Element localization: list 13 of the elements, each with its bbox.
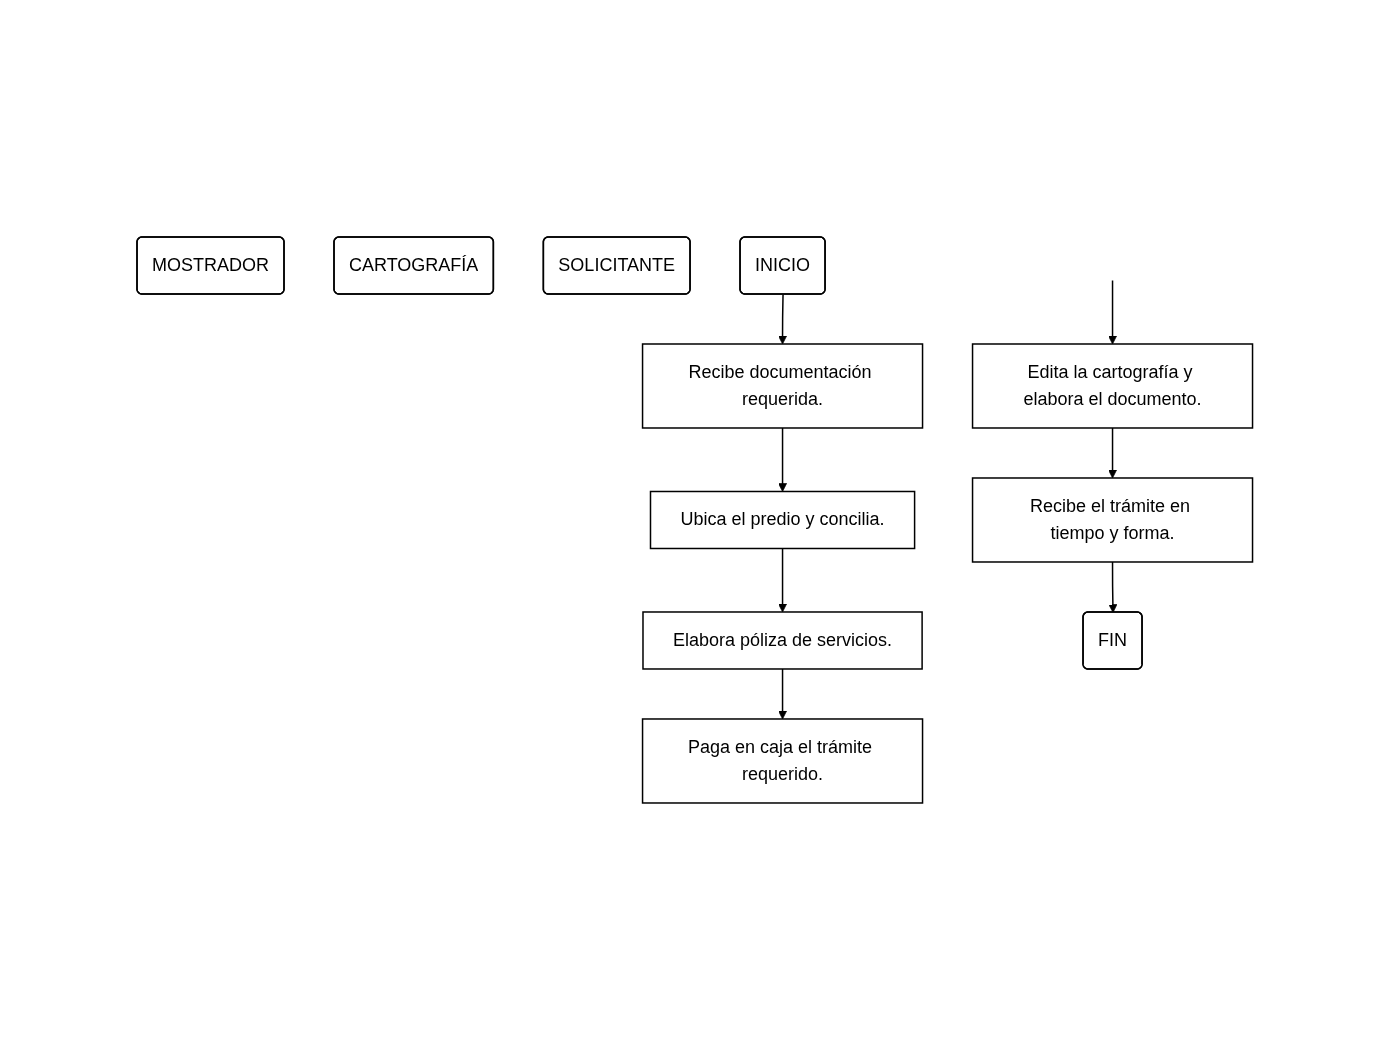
node-box: Recibe el trámite en tiempo y forma. xyxy=(971,477,1253,563)
arrow xyxy=(1108,561,1117,613)
arrow xyxy=(777,293,787,345)
node-box: Ubica el predio y concilia. xyxy=(649,490,916,550)
node-box: Recibe documentación requerida. xyxy=(641,343,923,429)
arrow xyxy=(1107,427,1117,479)
node-box: Edita la cartografía y elabora el documento. xyxy=(971,343,1253,429)
arrow xyxy=(1107,279,1117,345)
arrow xyxy=(777,547,787,613)
node-box: Elabora póliza de servicios. xyxy=(641,611,923,670)
node-box: Paga en caja el trámite requerido. xyxy=(641,718,923,804)
arrow xyxy=(777,427,787,492)
arrow xyxy=(777,668,787,720)
